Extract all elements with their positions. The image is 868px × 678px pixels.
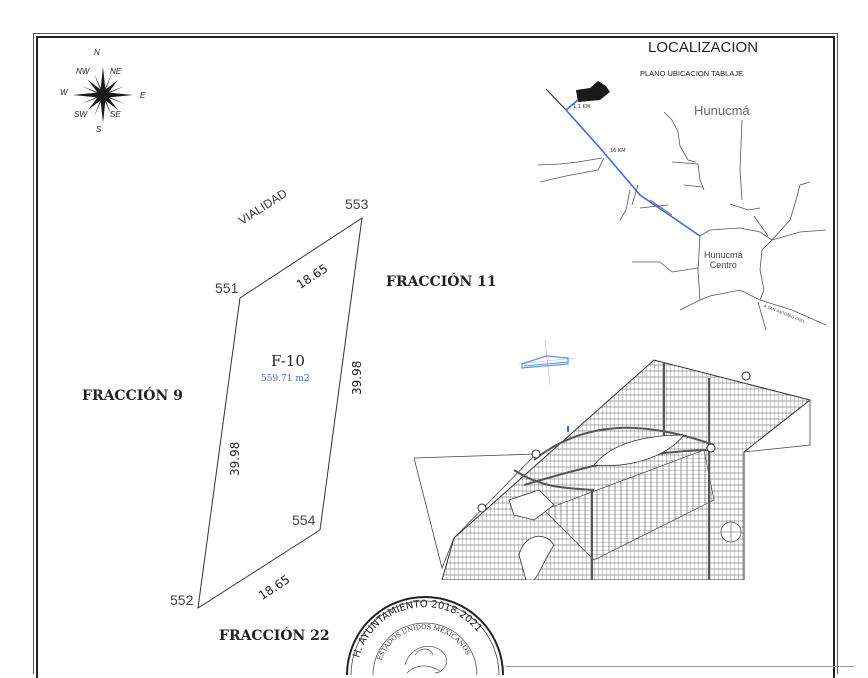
location-title: LOCALIZACION bbox=[648, 39, 759, 56]
compass-n-label: N bbox=[94, 48, 100, 57]
location-map bbox=[537, 81, 827, 330]
official-seal: H. AYUNTAMIENTO 2018-2021 ESTADOS UNIDOS… bbox=[346, 596, 504, 675]
page-frame-inner bbox=[36, 36, 835, 678]
location-subtitle: PLANO UBICACION TABLAJE bbox=[640, 69, 744, 78]
town-label: Hunucmá bbox=[694, 103, 750, 118]
vertex-554: 554 bbox=[292, 512, 316, 528]
bottom-rule bbox=[506, 666, 854, 667]
page-frame-outer bbox=[33, 33, 838, 674]
town-center-label: Hunucmá Centro bbox=[704, 250, 743, 270]
compass-s-label: S bbox=[96, 125, 102, 134]
compass-ne-label: NE bbox=[110, 67, 122, 76]
vertex-553: 553 bbox=[345, 196, 369, 212]
distance-1-label: 1.1 KM bbox=[573, 104, 591, 110]
compass-w-label: W bbox=[60, 88, 68, 97]
seal-inner-text: ESTADOS UNIDOS MEXICANOS bbox=[376, 623, 472, 662]
neighbor-west-label: FRACCIÓN 9 bbox=[82, 388, 183, 404]
north-arrow-icon bbox=[517, 340, 576, 385]
subdivision-plan bbox=[414, 359, 812, 580]
parcel-id: F-10 bbox=[271, 352, 305, 370]
compass-star-icon bbox=[73, 67, 133, 123]
distance-2-label: 16 KM bbox=[610, 148, 626, 154]
compass-se-label: SE bbox=[110, 110, 121, 119]
vertex-551: 551 bbox=[215, 280, 239, 296]
vertex-552: 552 bbox=[170, 592, 194, 608]
parcel-area: 559.71 m2 bbox=[261, 374, 310, 384]
side-left-length: 39.98 bbox=[228, 441, 242, 476]
compass-nw-label: NW bbox=[76, 67, 90, 76]
neighbor-south-label: FRACCIÓN 22 bbox=[219, 628, 330, 644]
town-center-line2: Centro bbox=[709, 260, 737, 270]
compass-sw-label: SW bbox=[74, 110, 87, 119]
compass-e-label: E bbox=[140, 91, 146, 100]
neighbor-east-label: FRACCIÓN 11 bbox=[386, 274, 497, 290]
town-center-line1: Hunucmá bbox=[704, 250, 743, 260]
side-right-length: 39.98 bbox=[350, 360, 364, 395]
